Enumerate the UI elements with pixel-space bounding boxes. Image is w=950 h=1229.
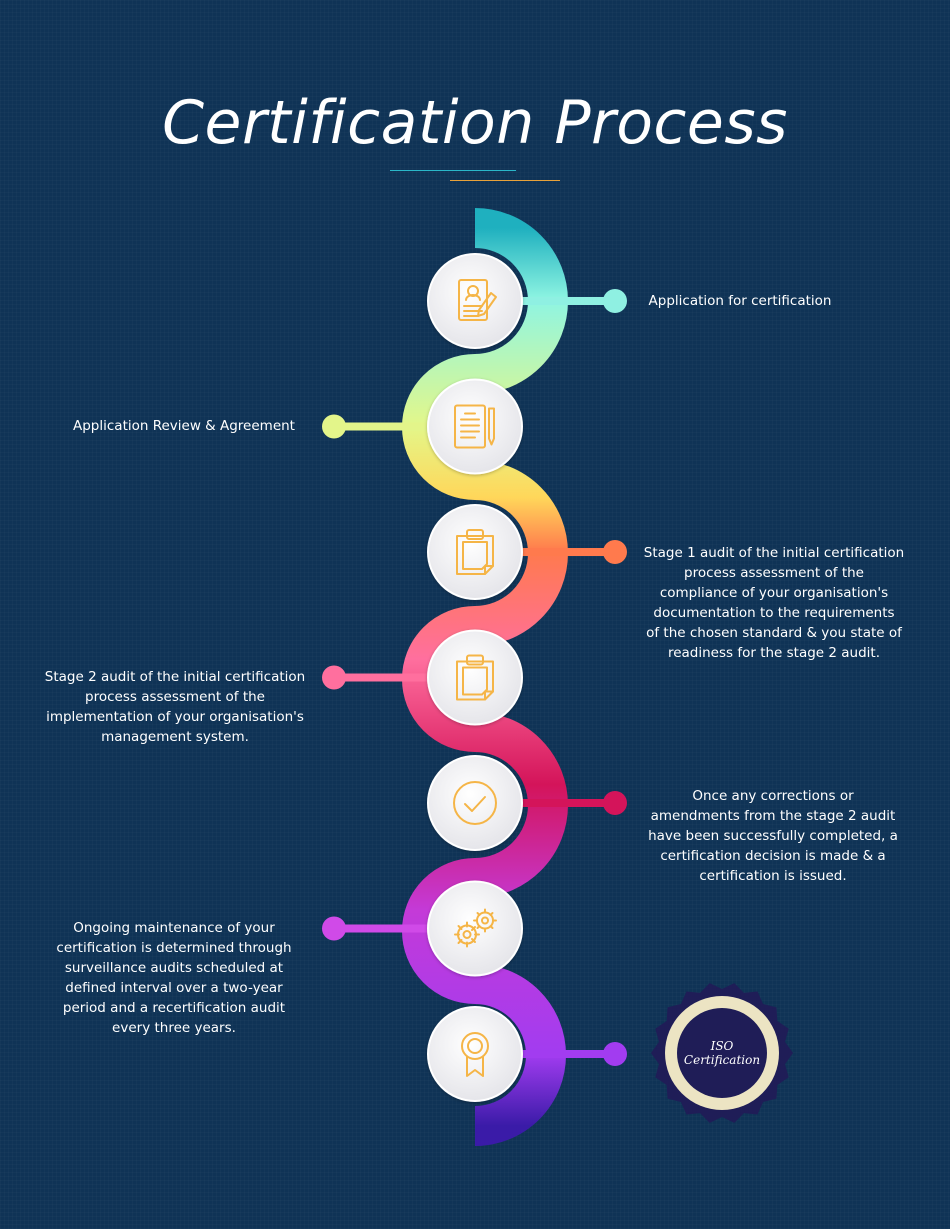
step-4-text: Stage 2 audit of the initial certificati… (44, 669, 306, 745)
step-6-node (427, 880, 523, 977)
step-4-node (427, 629, 523, 726)
connector-dot-3 (603, 540, 627, 564)
clipboard-icon (456, 654, 494, 701)
connector-dot-5 (603, 791, 627, 815)
title-underline-gold (450, 180, 560, 181)
connector-dot-7 (603, 1042, 627, 1066)
checkmark-icon (453, 781, 497, 825)
clipboard-icon (456, 529, 494, 575)
badge-text-iso: ISO (710, 1039, 734, 1053)
step-1-node (427, 253, 523, 349)
title-underline-teal (390, 170, 516, 171)
step-2-node (427, 378, 523, 475)
step-5-text: Once any corrections or amendments from … (648, 788, 898, 884)
resume-icon (458, 279, 497, 321)
connector-dot-4 (322, 665, 346, 690)
badge-text-certification: Certification (684, 1053, 760, 1067)
gears-icon (454, 908, 497, 948)
step-6-text: Ongoing maintenance of your certificatio… (56, 920, 292, 1036)
connector-dot-2 (322, 414, 346, 439)
iso-certification-badge: ISO Certification (651, 983, 793, 1123)
step-1-text: Application for certification (648, 293, 832, 309)
award-ribbon-icon (461, 1032, 489, 1077)
step-7-node (427, 1006, 523, 1102)
document-pen-icon (454, 404, 495, 449)
step-5-node (427, 755, 523, 851)
page-title: Certification Process (162, 88, 788, 158)
connector-dot-6 (322, 916, 346, 941)
step-2-text: Application Review & Agreement (73, 418, 295, 434)
connector-dot-1 (603, 289, 627, 313)
step-3-node (427, 504, 523, 600)
step-3-text: Stage 1 audit of the initial certificati… (643, 545, 905, 661)
